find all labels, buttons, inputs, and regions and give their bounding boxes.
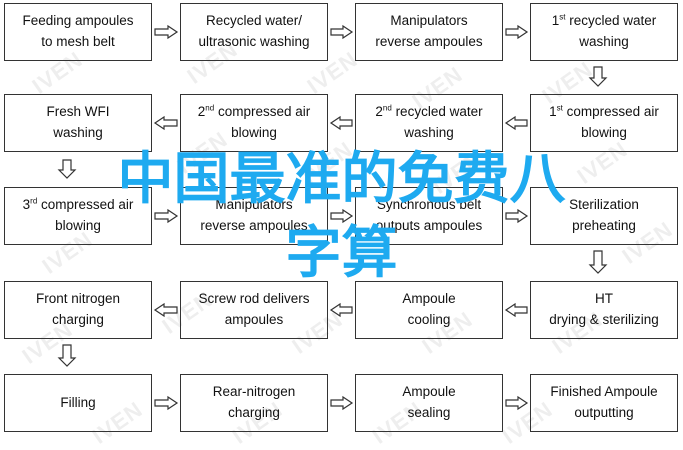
arrow-down-r3-r4 (57, 344, 77, 367)
process-step-9: 3rd compressed air blowing (4, 187, 152, 245)
arrow-down-r1-r2 (57, 159, 77, 179)
process-step-1: Feeding ampoules to mesh belt (4, 3, 152, 61)
process-step-10: Manipulators reverse ampoules (180, 187, 328, 245)
process-step-11: Synchronous belt outputs ampoules (355, 187, 503, 245)
process-step-15: Ampoule cooling (355, 281, 503, 339)
step-label-line: reverse ampoules (375, 34, 483, 49)
arrow-r1-1 (329, 115, 353, 131)
step-label-line: Front nitrogen (35, 291, 121, 307)
step-label-line: preheating (572, 218, 636, 233)
step-label-line: Rear-nitrogen (212, 384, 296, 400)
overlay-text-line-1: 中国最准的免费八 (117, 147, 566, 212)
process-step-17: Filling (4, 374, 152, 432)
arrow-r2-1 (330, 208, 354, 224)
step-label-line: blowing (55, 218, 101, 233)
step-label-line: charging (228, 405, 280, 420)
arrow-r1-2 (504, 115, 528, 131)
arrow-r2-0 (154, 208, 179, 224)
step-label-line: Manipulators (215, 197, 293, 213)
process-step-6: 2nd compressed air blowing (180, 94, 328, 152)
step-label-line: 1st recycled water (551, 12, 657, 29)
arrow-r0-2 (505, 24, 529, 40)
step-label-line: ampoules (224, 312, 284, 327)
arrow-r0-1 (330, 24, 354, 40)
step-label-line: washing (579, 34, 629, 49)
arrow-r3-1 (329, 302, 353, 318)
step-label-line: Finished Ampoule (550, 384, 658, 400)
step-label-line: Fresh WFI (46, 104, 110, 120)
step-label-line: blowing (581, 125, 627, 140)
step-label-line: Feeding ampoules (22, 13, 134, 29)
process-step-18: Rear-nitrogen charging (180, 374, 328, 432)
step-label-line: sealing (407, 405, 451, 420)
step-label-line: Synchronous belt (376, 197, 482, 213)
process-step-16: HT drying & sterilizing (530, 281, 678, 339)
step-label-line: 2nd compressed air (197, 103, 311, 120)
step-label-line: charging (52, 312, 104, 327)
process-step-14: Screw rod delivers ampoules (180, 281, 328, 339)
process-step-2: Recycled water/ultrasonic washing (180, 3, 328, 61)
step-label-line: cooling (407, 312, 451, 327)
arrow-r4-1 (330, 395, 354, 411)
arrow-down-r0-r1 (588, 66, 608, 87)
process-step-5: Fresh WFI washing (4, 94, 152, 152)
process-step-7: 2nd recycled water washing (355, 94, 503, 152)
step-label-line: ultrasonic washing (198, 34, 310, 49)
step-label-line: Screw rod delivers (198, 291, 310, 307)
step-label-line: washing (53, 125, 103, 140)
step-label-line: Sterilization (569, 197, 639, 213)
arrow-down-r2-r3 (588, 250, 608, 274)
process-step-4: 1st recycled water washing (530, 3, 678, 61)
arrow-r2-2 (505, 208, 529, 224)
step-label-line: Recycled water/ (205, 13, 303, 29)
process-step-20: Finished Ampoule outputting (530, 374, 678, 432)
step-label-line: Ampoule (402, 291, 456, 307)
arrow-r0-0 (154, 24, 179, 40)
step-label-line: outputting (574, 405, 634, 420)
step-label-line: reverse ampoules (200, 218, 308, 233)
step-label-line: 2nd recycled water (375, 103, 483, 120)
process-step-8: 1st compressed air blowing (530, 94, 678, 152)
step-label-line: HT (595, 291, 613, 307)
arrow-r1-0 (153, 115, 178, 131)
step-label-line: 3rd compressed air (22, 196, 134, 213)
step-label-line: 1st compressed air (549, 103, 659, 120)
overlay-text-line-2: 字算 (285, 221, 398, 286)
arrow-r3-0 (153, 302, 178, 318)
step-label-line: washing (404, 125, 454, 140)
process-step-19: Ampoule sealing (355, 374, 503, 432)
step-label-line: outputs ampoules (375, 218, 483, 233)
step-label-line: blowing (231, 125, 277, 140)
flow-connectors (57, 24, 608, 411)
process-step-13: Front nitrogen charging (4, 281, 152, 339)
step-label-line: drying & sterilizing (549, 312, 659, 327)
step-label-line: Manipulators (390, 13, 468, 29)
step-label-line: to mesh belt (41, 34, 115, 49)
process-step-12: Sterilization preheating (530, 187, 678, 245)
step-label-line: Ampoule (402, 384, 456, 400)
step-label-line: Filling (60, 394, 96, 410)
arrow-r4-0 (154, 395, 179, 411)
arrow-r4-2 (505, 395, 529, 411)
process-step-3: Manipulators reverse ampoules (355, 3, 503, 61)
arrow-r3-2 (504, 302, 528, 318)
